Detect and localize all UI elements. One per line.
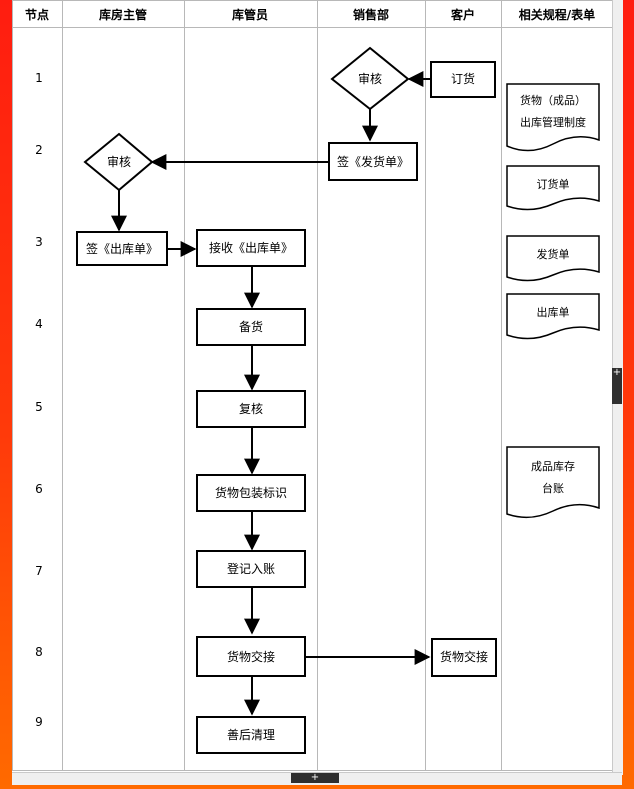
cleanup-box-label: 善后清理	[227, 727, 275, 742]
review-decision-sales-label: 审核	[358, 71, 382, 86]
register-box-label: 登记入账	[227, 561, 275, 576]
receive-outbound-box-label: 接收《出库单》	[209, 240, 293, 255]
doc-order-form: 订货单	[506, 165, 600, 211]
row-number-1: 1	[35, 71, 43, 85]
sign-delivery-box-label: 签《发货单》	[337, 154, 409, 169]
flowchart-sheet: 节点 库房主管 库管员 销售部 客户 相关规程/表单 1 2 3 4 5 6 7…	[12, 0, 622, 775]
review-decision-supervisor-label: 审核	[107, 154, 131, 169]
doc-delivery-note-label: 发货单	[537, 247, 570, 261]
review-decision-sales: 审核	[330, 46, 410, 111]
column-header-customer: 客户	[450, 7, 475, 22]
row-number-4: 4	[35, 317, 43, 331]
doc-delivery-note: 发货单	[506, 235, 600, 282]
handover-box-label: 货物交接	[227, 649, 275, 664]
doc-inventory-ledger-line2: 台账	[542, 481, 564, 495]
prepare-box: 备货	[196, 308, 306, 346]
sign-outbound-box: 签《出库单》	[76, 231, 168, 266]
recheck-box: 复核	[196, 390, 306, 428]
doc-outbound-policy-line1: 货物（成品）	[520, 93, 586, 107]
order-box-label: 订货	[451, 71, 475, 86]
doc-outbound-policy: 货物（成品） 出库管理制度	[506, 83, 600, 152]
column-header-warehouse-keeper: 库管员	[232, 7, 268, 22]
doc-order-form-label: 订货单	[537, 177, 570, 191]
row-number-9: 9	[35, 715, 43, 729]
doc-outbound-policy-line2: 出库管理制度	[520, 115, 586, 129]
register-box: 登记入账	[196, 550, 306, 588]
expand-right-handle[interactable]: +	[612, 368, 622, 404]
doc-inventory-ledger-line1: 成品库存	[531, 459, 575, 473]
row-number-2: 2	[35, 143, 43, 157]
column-header-node: 节点	[25, 7, 49, 22]
doc-outbound-form-label: 出库单	[537, 305, 570, 319]
handover-box: 货物交接	[196, 636, 306, 677]
row-number-5: 5	[35, 400, 43, 414]
handover-customer-box: 货物交接	[431, 638, 497, 677]
plus-icon: +	[612, 367, 622, 378]
row-number-8: 8	[35, 645, 43, 659]
handover-customer-box-label: 货物交接	[440, 649, 488, 664]
prepare-box-label: 备货	[239, 319, 263, 334]
doc-inventory-ledger: 成品库存 台账	[506, 446, 600, 519]
review-decision-supervisor: 审核	[83, 132, 154, 192]
flowchart-diagram: 节点 库房主管 库管员 销售部 客户 相关规程/表单 1 2 3 4 5 6 7…	[12, 0, 613, 771]
column-header-procedures-forms: 相关规程/表单	[519, 7, 595, 22]
row-number-6: 6	[35, 482, 43, 496]
package-label-box: 货物包装标识	[196, 474, 306, 512]
row-number-7: 7	[35, 564, 43, 578]
package-label-box-label: 货物包装标识	[215, 485, 287, 500]
plus-icon: +	[310, 772, 320, 783]
swimlane-grid	[12, 0, 613, 771]
column-header-warehouse-supervisor: 库房主管	[99, 7, 147, 22]
sign-delivery-box: 签《发货单》	[328, 142, 418, 181]
column-header-sales-dept: 销售部	[353, 7, 389, 22]
cleanup-box: 善后清理	[196, 716, 306, 754]
sign-outbound-box-label: 签《出库单》	[86, 241, 158, 256]
recheck-box-label: 复核	[239, 402, 263, 416]
doc-outbound-form: 出库单	[506, 293, 600, 340]
row-number-3: 3	[35, 235, 43, 249]
expand-bottom-handle[interactable]: +	[291, 773, 339, 783]
receive-outbound-box: 接收《出库单》	[196, 229, 306, 267]
order-box: 订货	[430, 61, 496, 98]
